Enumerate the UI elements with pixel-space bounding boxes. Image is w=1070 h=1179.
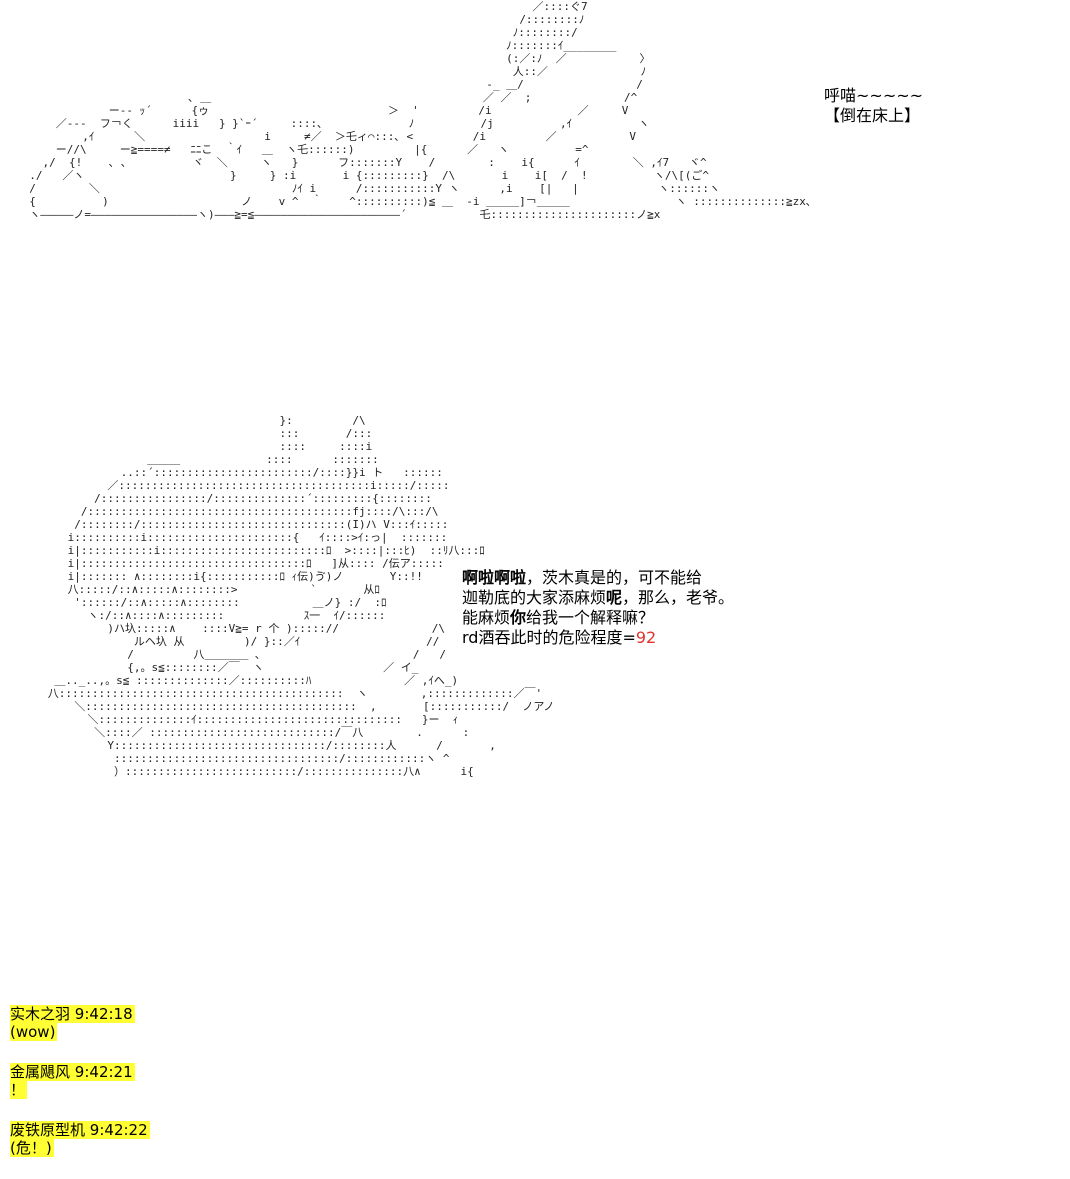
chat-text: (危！) (10, 1139, 54, 1157)
chat-username: 金属飓风 (10, 1063, 71, 1081)
caption-sound: 呼喵~~~~~ (824, 86, 924, 105)
dialogue-line-4: rd酒吞此时的危险程度=92 (462, 628, 657, 647)
chat-text: ！ (10, 1081, 28, 1099)
chat-header: 金属飓风 9:42:21 (10, 1063, 135, 1081)
dialogue-line-1: 啊啦啊啦，茨木真是的，可不能给 (462, 568, 703, 587)
dialogue-text: 啊啦啊啦，茨木真是的，可不能给 迦勒底的大家添麻烦呢，那么，老爷。 能麻烦你给我… (462, 568, 734, 648)
ascii-art-shuten-douji: }: /\ ::: /::: :::: ::::i ＿＿＿ :::: :::::… (47, 414, 555, 778)
chat-timestamp: 9:42:21 (74, 1063, 133, 1081)
chat-timestamp: 9:42:22 (89, 1121, 148, 1139)
caption-action: 【倒在床上】 (824, 106, 921, 125)
ascii-art-reclining-figure: ／::::ぐ7 /::::::::ﾉ ﾉ::::::::/ (29, 0, 812, 221)
dialogue-line-3: 能麻烦你给我一个解释嘛？ (462, 608, 655, 627)
narration-caption: 呼喵~~~~~ 【倒在床上】 (824, 86, 923, 126)
chat-header: 废铁原型机 9:42:22 (10, 1121, 150, 1139)
chat-username: 实木之羽 (10, 1005, 71, 1023)
chat-header: 实木之羽 9:42:18 (10, 1005, 135, 1023)
chat-username: 废铁原型机 (10, 1121, 86, 1139)
danger-level-value: 92 (635, 628, 657, 647)
chat-message: 金属飓风 9:42:21 ！ (10, 1063, 150, 1099)
dialogue-line-2: 迦勒底的大家添麻烦呢，那么，老爷。 (462, 588, 735, 607)
chat-timestamp: 9:42:18 (74, 1005, 133, 1023)
chat-message: 实木之羽 9:42:18 (wow) (10, 1005, 150, 1041)
chat-message: 废铁原型机 9:42:22 (危！) (10, 1121, 150, 1157)
chat-text: (wow) (10, 1023, 58, 1041)
chat-log: 实木之羽 9:42:18 (wow) 金属飓风 9:42:21 ！ 废铁原型机 … (10, 1005, 150, 1179)
